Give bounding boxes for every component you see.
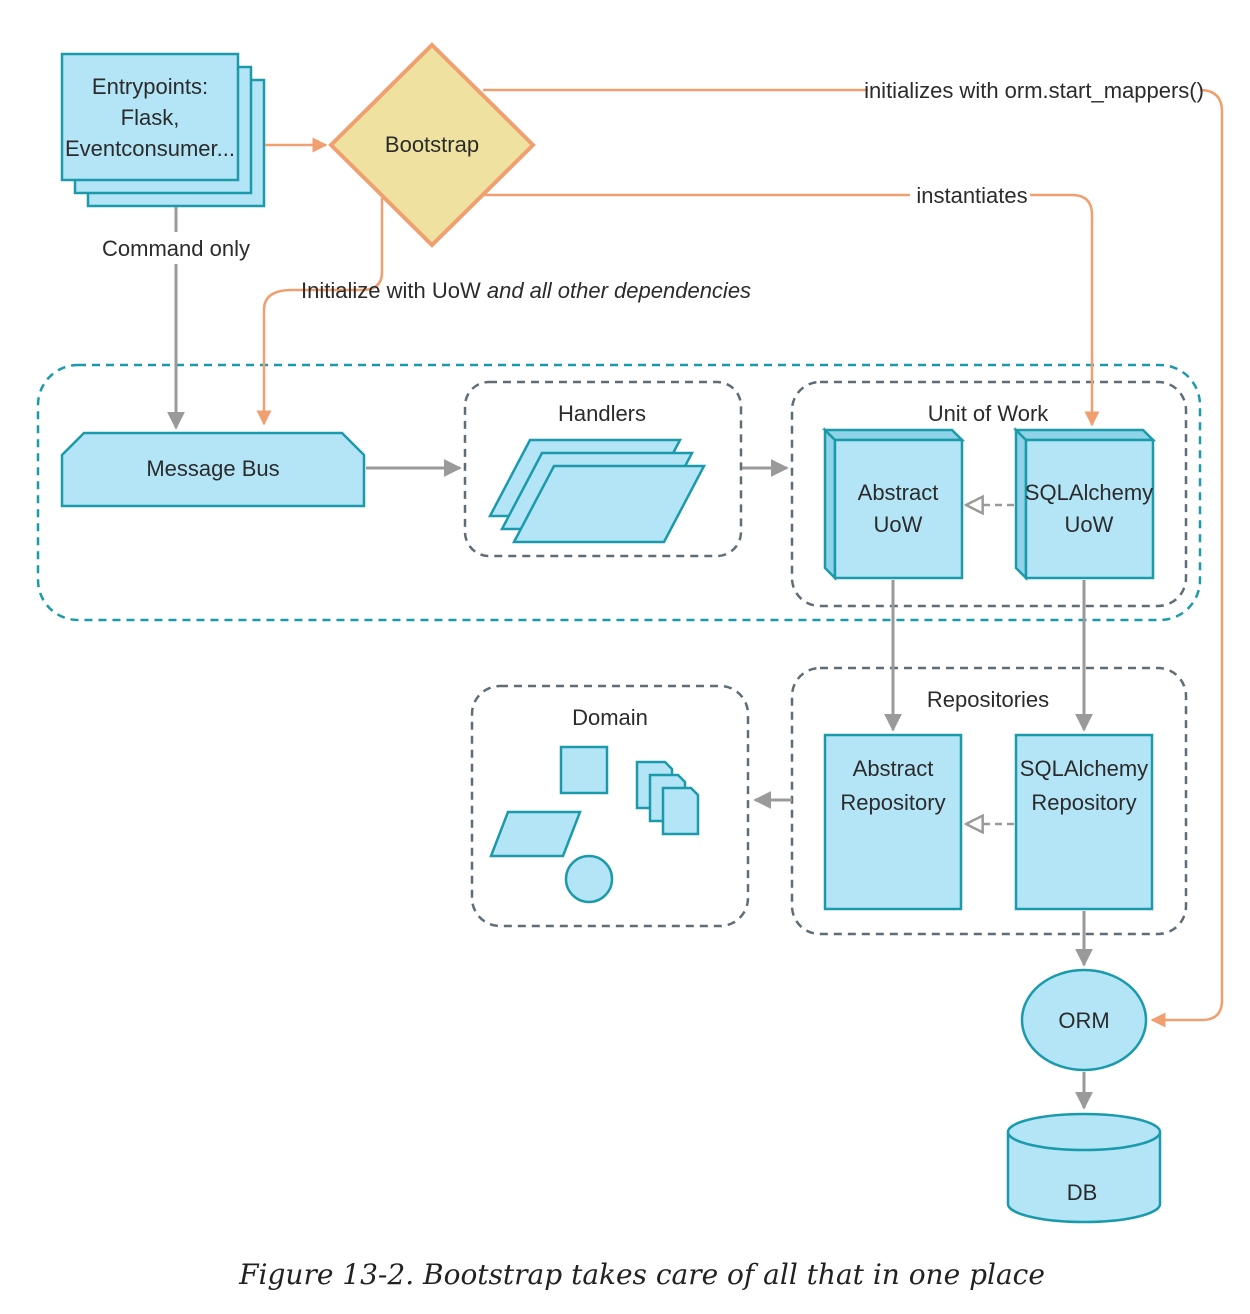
- entrypoints-node: Entrypoints: Flask, Eventconsumer...: [60, 52, 266, 208]
- initialize-with-uow-label: Initialize with UoW and all other depend…: [301, 278, 751, 303]
- domain-parallelogram-icon: [489, 810, 582, 858]
- domain-group: [470, 684, 750, 928]
- repositories-label: Repositories: [927, 687, 1049, 712]
- domain-documents-icon: [635, 760, 700, 836]
- arrow-bootstrap-init-orm-down: [1150, 88, 1224, 1028]
- abstract-repository-label-2: Repository: [840, 790, 945, 815]
- arrow-bootstrap-init-messagebus: [292, 198, 384, 292]
- message-bus-node: Message Bus: [60, 431, 366, 508]
- bootstrap-label: Bootstrap: [385, 132, 479, 157]
- domain-label: Domain: [572, 705, 648, 730]
- command-only-label: Command only: [102, 236, 250, 261]
- sqlalchemy-uow-label-2: UoW: [1065, 512, 1114, 537]
- sqlalchemy-repository-label-1: SQLAlchemy: [1020, 756, 1148, 781]
- handlers-stack: [487, 438, 707, 544]
- domain-circle-icon: [564, 854, 614, 904]
- initialize-dependencies-text: and all other dependencies: [487, 278, 751, 303]
- arrow-bootstrap-instantiates-uow-down: [1030, 193, 1100, 427]
- abstract-repository-node: Abstract Repository: [823, 733, 963, 911]
- message-layer-boundary: [36, 363, 1202, 622]
- entrypoints-label-2: Flask,: [121, 105, 180, 130]
- initializes-orm-label: initializes with orm.start_mappers(): [864, 78, 1204, 103]
- message-bus-label: Message Bus: [146, 456, 279, 481]
- domain-square-icon: [559, 745, 609, 795]
- sqlalchemy-uow-label-1: SQLAlchemy: [1025, 480, 1153, 505]
- sqlalchemy-repository-label-2: Repository: [1031, 790, 1136, 815]
- bootstrap-node: Bootstrap: [328, 42, 536, 248]
- arrow-bootstrap-init-messagebus-down: [256, 288, 293, 426]
- entrypoints-label-1: Entrypoints:: [92, 74, 208, 99]
- sqlalchemy-uow-node: SQLAlchemy UoW: [1012, 426, 1157, 582]
- domain-shapes: [489, 745, 700, 904]
- abstract-uow-label-1: Abstract: [858, 480, 939, 505]
- abstract-repository-label-1: Abstract: [853, 756, 934, 781]
- abstract-uow-node: Abstract UoW: [821, 426, 966, 582]
- instantiates-label: instantiates: [916, 183, 1027, 208]
- orm-label: ORM: [1058, 1008, 1109, 1033]
- db-label: DB: [1067, 1180, 1098, 1205]
- initialize-with-uow-text: Initialize with UoW: [301, 278, 487, 303]
- abstract-uow-label-2: UoW: [874, 512, 923, 537]
- entrypoints-label-3: Eventconsumer...: [65, 136, 235, 161]
- orm-node: ORM: [1020, 968, 1148, 1072]
- figure-caption: Figure 13-2. Bootstrap takes care of all…: [238, 1258, 1045, 1291]
- unit-of-work-label: Unit of Work: [928, 401, 1050, 426]
- db-node: DB: [1006, 1112, 1162, 1224]
- handlers-label: Handlers: [558, 401, 646, 426]
- sqlalchemy-repository-node: SQLAlchemy Repository: [1014, 733, 1154, 911]
- unit-of-work-group: [790, 380, 1188, 608]
- handlers-group: [463, 380, 743, 558]
